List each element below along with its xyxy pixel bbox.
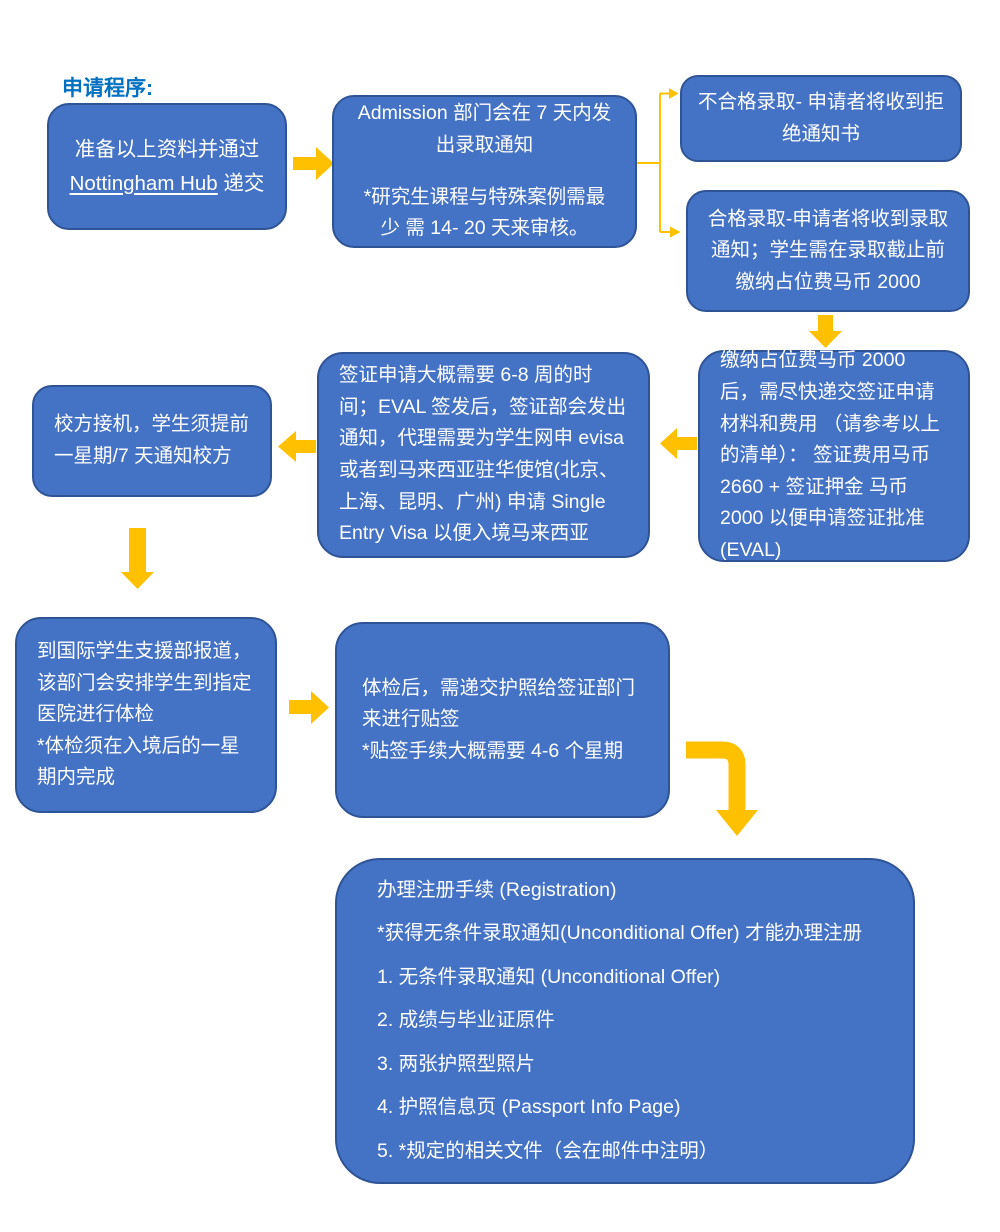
sticker-text: 体检后，需递交护照给签证部门来进行贴签 *贴签手续大概需要 4-6 个星期: [362, 676, 636, 762]
admission-para1: Admission 部门会在 7 天内发出录取通知: [357, 102, 612, 156]
pickup-text: 校方接机，学生须提前一星期/7 天通知校方: [54, 413, 250, 467]
nottingham-hub-link[interactable]: Nottingham Hub: [69, 171, 218, 195]
flow-box-accepted-outcome: 合格录取-申请者将收到录取通知；学生需在录取截止前缴纳占位费马币 2000: [686, 190, 970, 312]
accepted-text: 合格录取-申请者将收到录取通知；学生需在录取截止前缴纳占位费马币 2000: [707, 207, 949, 293]
registration-item: *获得无条件录取通知(Unconditional Offer) 才能办理注册: [377, 922, 863, 945]
connector-admission-branch: [637, 92, 671, 233]
visa-fee-text: 缴纳占位费马币 2000 后，需尽快递交签证申请材料和费用 （请参考以上的清单）…: [720, 349, 940, 561]
flow-box-airport-pickup: 校方接机，学生须提前一星期/7 天通知校方: [32, 385, 272, 497]
registration-item: 4. 护照信息页 (Passport Info Page): [377, 1096, 681, 1119]
arrow-left-visafee-to-visaprocess-icon: [660, 428, 697, 459]
rejected-text: 不合格录取- 申请者将收到拒绝通知书: [698, 90, 944, 145]
registration-item: 办理注册手续 (Registration): [377, 878, 617, 901]
flow-box-admission-notice: Admission 部门会在 7 天内发出录取通知 *研究生课程与特殊案例需最少…: [332, 95, 637, 248]
arrowhead-to-accepted-icon: [670, 226, 681, 238]
prepare-suffix: 递交: [223, 171, 265, 195]
registration-item: 1. 无条件录取通知 (Unconditional Offer): [377, 965, 721, 988]
bent-arrow-head: [716, 810, 758, 836]
bent-arrow-shaft: [686, 741, 746, 812]
arrow-right-report-to-sticker-icon: [289, 691, 329, 724]
arrow-left-visaprocess-to-pickup-icon: [278, 431, 316, 462]
flow-box-visa-processing: 签证申请大概需要 6-8 周的时间；EVAL 签发后，签证部会发出通知，代理需要…: [317, 352, 650, 558]
flow-box-report-medical-check: 到国际学生支援部报道，该部门会安排学生到指定医院进行体检 *体检须在入境后的一星…: [15, 617, 277, 813]
page-title: 申请程序:: [62, 77, 153, 100]
registration-item: 2. 成绩与毕业证原件: [377, 1009, 555, 1032]
visa-process-text: 签证申请大概需要 6-8 周的时间；EVAL 签发后，签证部会发出通知，代理需要…: [339, 364, 627, 545]
flow-box-visa-sticker: 体检后，需递交护照给签证部门来进行贴签 *贴签手续大概需要 4-6 个星期: [335, 622, 670, 818]
flow-box-rejected-outcome: 不合格录取- 申请者将收到拒绝通知书: [680, 75, 962, 162]
arrow-right-prepare-to-admission-icon: [293, 147, 334, 180]
prepare-text: 准备以上资料并通过 Nottingham Hub 递交: [67, 133, 267, 199]
arrow-bent-sticker-to-registration-icon: [686, 741, 758, 836]
prepare-line1: 准备以上资料并通过: [74, 138, 260, 162]
arrow-down-accepted-to-visafee-icon: [809, 315, 842, 348]
report-text: 到国际学生支援部报道，该部门会安排学生到指定医院进行体检 *体检须在入境后的一星…: [37, 640, 252, 789]
registration-item: 5. *规定的相关文件（会在邮件中注明）: [377, 1139, 719, 1162]
admission-para2: *研究生课程与特殊案例需最少 需 14- 20 天来审核。: [363, 185, 606, 240]
flow-box-visa-fee-submission: 缴纳占位费马币 2000 后，需尽快递交签证申请材料和费用 （请参考以上的清单）…: [698, 349, 970, 562]
arrowhead-to-rejected-icon: [669, 88, 679, 99]
flow-box-registration: 办理注册手续 (Registration) *获得无条件录取通知(Uncondi…: [335, 858, 915, 1184]
flow-box-prepare-documents: 准备以上资料并通过 Nottingham Hub 递交: [47, 103, 287, 230]
arrow-down-pickup-to-report-icon: [121, 528, 154, 589]
registration-item: 3. 两张护照型照片: [377, 1052, 536, 1075]
